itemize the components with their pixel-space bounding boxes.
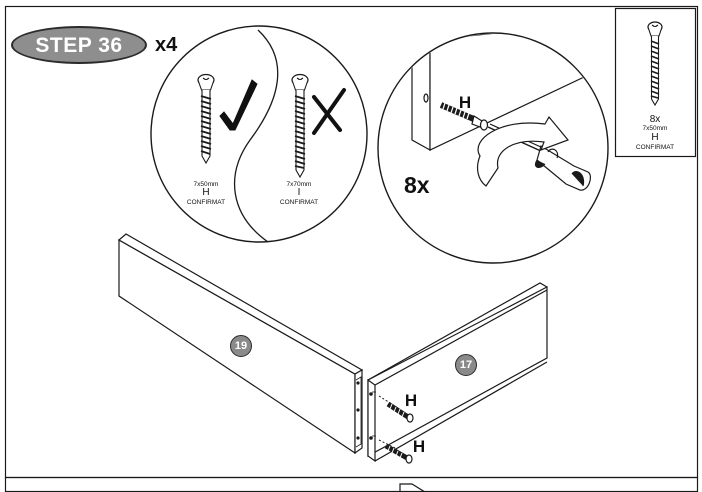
parts-box-screw-icon (647, 21, 663, 107)
parts-box-type: CONFIRMAT (635, 144, 675, 151)
detail-quantity: 8x (404, 172, 430, 198)
wrong-screw-size: 7x70mm (286, 181, 312, 188)
next-step-fragment (399, 483, 426, 492)
wrong-screw-letter: I (297, 187, 301, 198)
assembly-screw-upper-icon (378, 395, 414, 423)
parts-box-quantity: 8x (649, 114, 661, 125)
rotation-arrow-icon (476, 115, 570, 187)
comparison-divider (233, 29, 279, 243)
detail-circle (377, 32, 609, 264)
panel-19-number: 19 (230, 335, 252, 357)
assembly-upper-letter: H (404, 391, 418, 410)
cross-mark-icon (312, 88, 346, 135)
correct-screw-size: 7x50mm (193, 181, 219, 188)
step-multiplier: x4 (155, 34, 178, 56)
step-badge: STEP 36 (11, 26, 147, 64)
comparison-circle (150, 25, 368, 243)
parts-box-letter: H (651, 132, 659, 143)
detail-screw-icon (439, 102, 489, 131)
next-step-strip (4, 476, 699, 492)
parts-box-size: 7x50mm (642, 125, 668, 132)
wrong-screw-icon (291, 73, 309, 179)
check-mark-icon (219, 79, 258, 131)
assembly-lower-letter: H (412, 437, 426, 456)
wrong-screw-type: CONFIRMAT (279, 199, 319, 206)
panel-17-number: 17 (455, 354, 477, 376)
correct-screw-icon (197, 73, 215, 165)
correct-screw-letter: H (202, 187, 210, 198)
assembly-screw-lower-icon (378, 439, 413, 464)
detail-screw-letter: H (458, 93, 472, 112)
correct-screw-type: CONFIRMAT (186, 199, 226, 206)
